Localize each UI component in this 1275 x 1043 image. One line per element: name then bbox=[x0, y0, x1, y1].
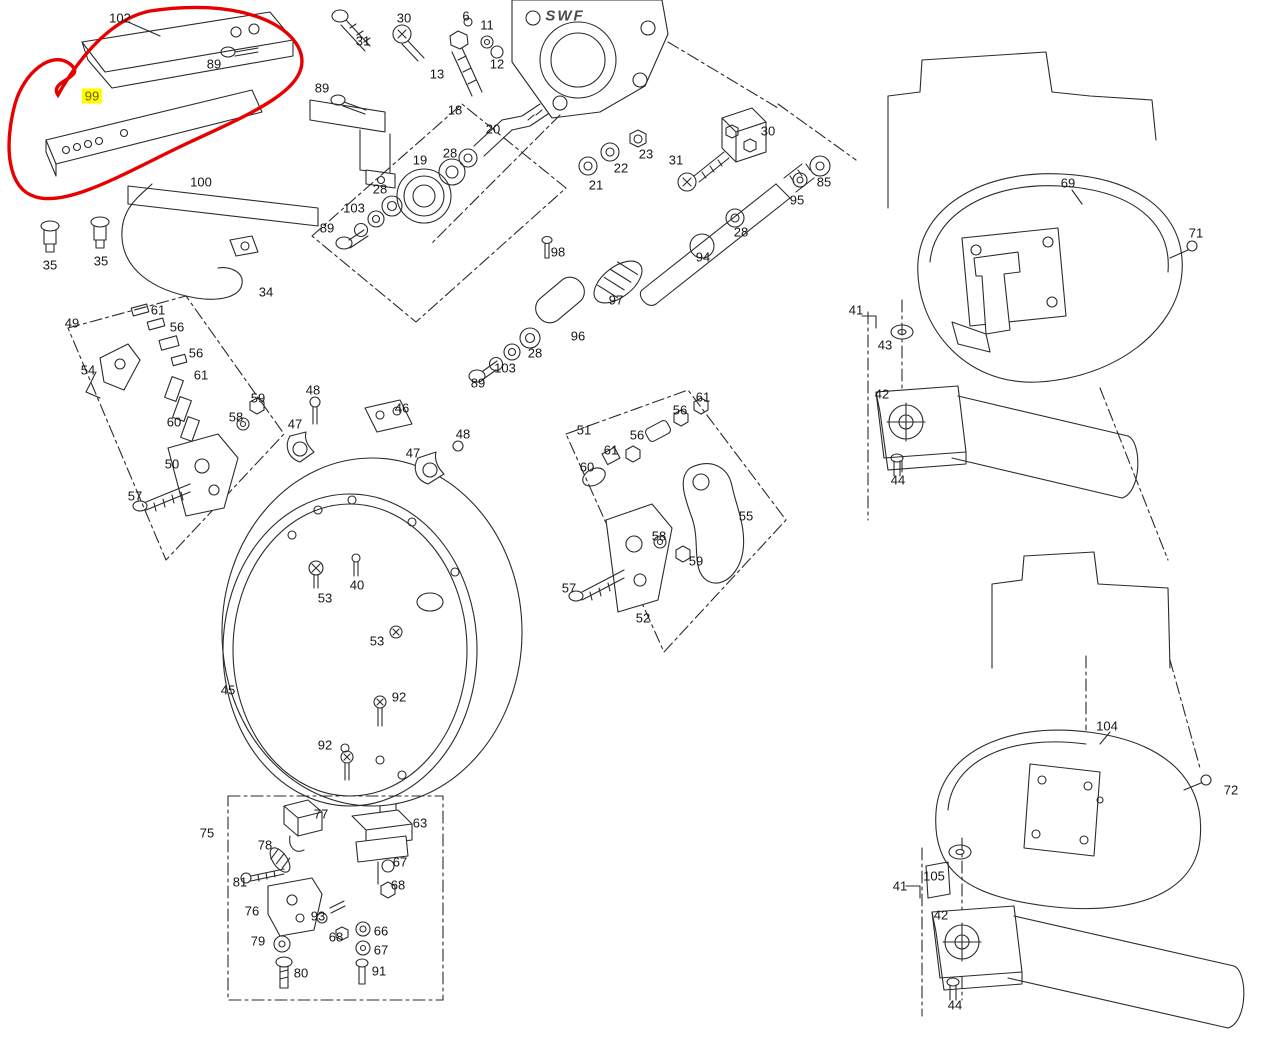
nut-chain bbox=[578, 107, 767, 192]
dashed-box-18 bbox=[311, 103, 567, 323]
hoop-45 bbox=[221, 457, 523, 807]
bracket-63 bbox=[351, 803, 413, 899]
bracket-bars bbox=[45, 11, 396, 300]
hoop-brackets bbox=[286, 396, 464, 485]
tension-box-75 bbox=[227, 795, 444, 1001]
clamp-box-51 bbox=[565, 389, 787, 653]
assembly-bottom-right bbox=[905, 551, 1245, 1029]
brand-logo: SWF bbox=[545, 7, 585, 25]
screws-35 bbox=[40, 216, 110, 253]
pulley-plate bbox=[429, 0, 779, 246]
bearing-stack bbox=[335, 103, 549, 250]
assembly-top-right bbox=[777, 51, 1198, 561]
clamp-box-49 bbox=[67, 295, 285, 561]
shaft-94-group bbox=[468, 155, 831, 383]
top-fasteners bbox=[331, 9, 504, 97]
red-annotation-circle bbox=[7, 5, 304, 201]
